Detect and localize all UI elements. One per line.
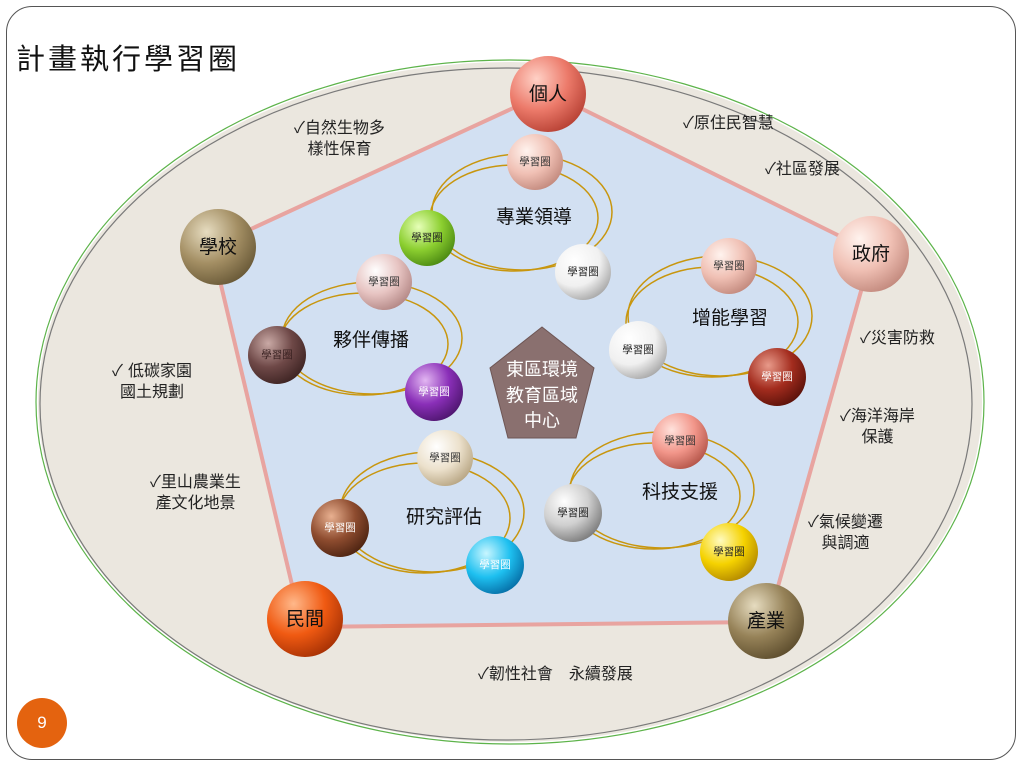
svg-text:產業: 產業 bbox=[747, 610, 785, 632]
node-research-right: 學習圈 bbox=[466, 536, 524, 594]
note-biodiversity: ✓自然生物多 樣性保育 bbox=[294, 117, 385, 159]
note-lowcarbon-line1: ✓ 低碳家園 bbox=[112, 361, 193, 380]
svg-text:學校: 學校 bbox=[199, 236, 237, 258]
note-satoyama: ✓里山農業生 產文化地景 bbox=[150, 471, 241, 513]
node-empower-top: 學習圈 bbox=[701, 238, 757, 294]
node-professional-top: 學習圈 bbox=[507, 134, 563, 190]
node-professional-right: 學習圈 bbox=[555, 244, 611, 300]
svg-text:政府: 政府 bbox=[852, 243, 890, 265]
vertex-civil: 民間 bbox=[267, 581, 343, 657]
circle-title-research: 研究評估 bbox=[406, 506, 482, 528]
svg-text:學習圈: 學習圈 bbox=[411, 231, 443, 244]
note-coast: ✓海洋海岸 保護 bbox=[840, 405, 915, 447]
note-lowcarbon-line2: 國土規劃 bbox=[120, 382, 185, 401]
node-tech-top: 學習圈 bbox=[652, 413, 708, 469]
node-professional-left: 學習圈 bbox=[399, 210, 455, 266]
note-climate: ✓氣候變遷 與調適 bbox=[808, 511, 883, 553]
note-satoyama-line2: 產文化地景 bbox=[155, 493, 236, 512]
note-satoyama-line1: ✓里山農業生 bbox=[150, 472, 241, 491]
svg-text:民間: 民間 bbox=[286, 608, 324, 630]
node-empower-right: 學習圈 bbox=[748, 348, 806, 406]
circle-title-tech: 科技支援 bbox=[642, 481, 718, 503]
center-pentagon bbox=[489, 326, 595, 439]
note-disaster: ✓災害防救 bbox=[860, 328, 935, 347]
note-resilience: ✓韌性社會 永續發展 bbox=[478, 664, 633, 683]
circle-title-partners: 夥伴傳播 bbox=[333, 329, 409, 351]
node-partners-right: 學習圈 bbox=[405, 363, 463, 421]
svg-text:學習圈: 學習圈 bbox=[557, 506, 589, 519]
outer-ring-gray bbox=[39, 67, 973, 741]
node-partners-top: 學習圈 bbox=[356, 254, 412, 310]
note-community: ✓社區發展 bbox=[765, 159, 840, 178]
svg-text:學習圈: 學習圈 bbox=[713, 259, 745, 272]
svg-text:學習圈: 學習圈 bbox=[761, 370, 793, 383]
note-climate-line1: ✓氣候變遷 bbox=[808, 512, 883, 531]
svg-text:學習圈: 學習圈 bbox=[713, 545, 745, 558]
note-indigenous: ✓原住民智慧 bbox=[683, 113, 774, 132]
svg-text:學習圈: 學習圈 bbox=[261, 348, 293, 361]
vertex-individual: 個人 bbox=[510, 56, 586, 132]
node-tech-right: 學習圈 bbox=[700, 523, 758, 581]
svg-text:學習圈: 學習圈 bbox=[429, 451, 461, 464]
center-label-line1: 東區環境 bbox=[506, 360, 578, 381]
note-biodiversity-line2: 樣性保育 bbox=[307, 139, 372, 158]
node-empower-left: 學習圈 bbox=[609, 321, 667, 379]
note-lowcarbon: ✓ 低碳家園 國土規劃 bbox=[112, 360, 192, 402]
svg-text:學習圈: 學習圈 bbox=[567, 265, 599, 278]
note-coast-line2: 保護 bbox=[861, 427, 894, 446]
svg-text:學習圈: 學習圈 bbox=[368, 275, 400, 288]
node-research-top: 學習圈 bbox=[417, 430, 473, 486]
svg-text:個人: 個人 bbox=[529, 83, 567, 105]
note-coast-line1: ✓海洋海岸 bbox=[840, 406, 915, 425]
vertex-school: 學校 bbox=[180, 209, 256, 285]
svg-text:學習圈: 學習圈 bbox=[664, 434, 696, 447]
svg-text:學習圈: 學習圈 bbox=[324, 521, 356, 534]
note-biodiversity-line1: ✓自然生物多 bbox=[294, 118, 385, 137]
slide-number-badge: 9 bbox=[17, 698, 67, 748]
center-label-line3: 中心 bbox=[524, 411, 560, 432]
circle-title-empower: 增能學習 bbox=[692, 307, 768, 329]
outer-ring-green bbox=[35, 59, 985, 745]
page-title: 計畫執行學習圈 bbox=[16, 42, 241, 76]
node-partners-left: 學習圈 bbox=[248, 326, 306, 384]
node-tech-left: 學習圈 bbox=[544, 484, 602, 542]
vertex-industry: 產業 bbox=[728, 583, 804, 659]
svg-text:學習圈: 學習圈 bbox=[622, 343, 654, 356]
svg-text:學習圈: 學習圈 bbox=[418, 385, 450, 398]
svg-text:學習圈: 學習圈 bbox=[479, 558, 511, 571]
center-label-line2: 教育區域 bbox=[506, 386, 578, 407]
svg-text:學習圈: 學習圈 bbox=[519, 155, 551, 168]
note-climate-line2: 與調適 bbox=[821, 533, 870, 552]
vertex-government: 政府 bbox=[833, 216, 909, 292]
circle-title-professional: 專業領導 bbox=[496, 206, 572, 228]
node-research-left: 學習圈 bbox=[311, 499, 369, 557]
